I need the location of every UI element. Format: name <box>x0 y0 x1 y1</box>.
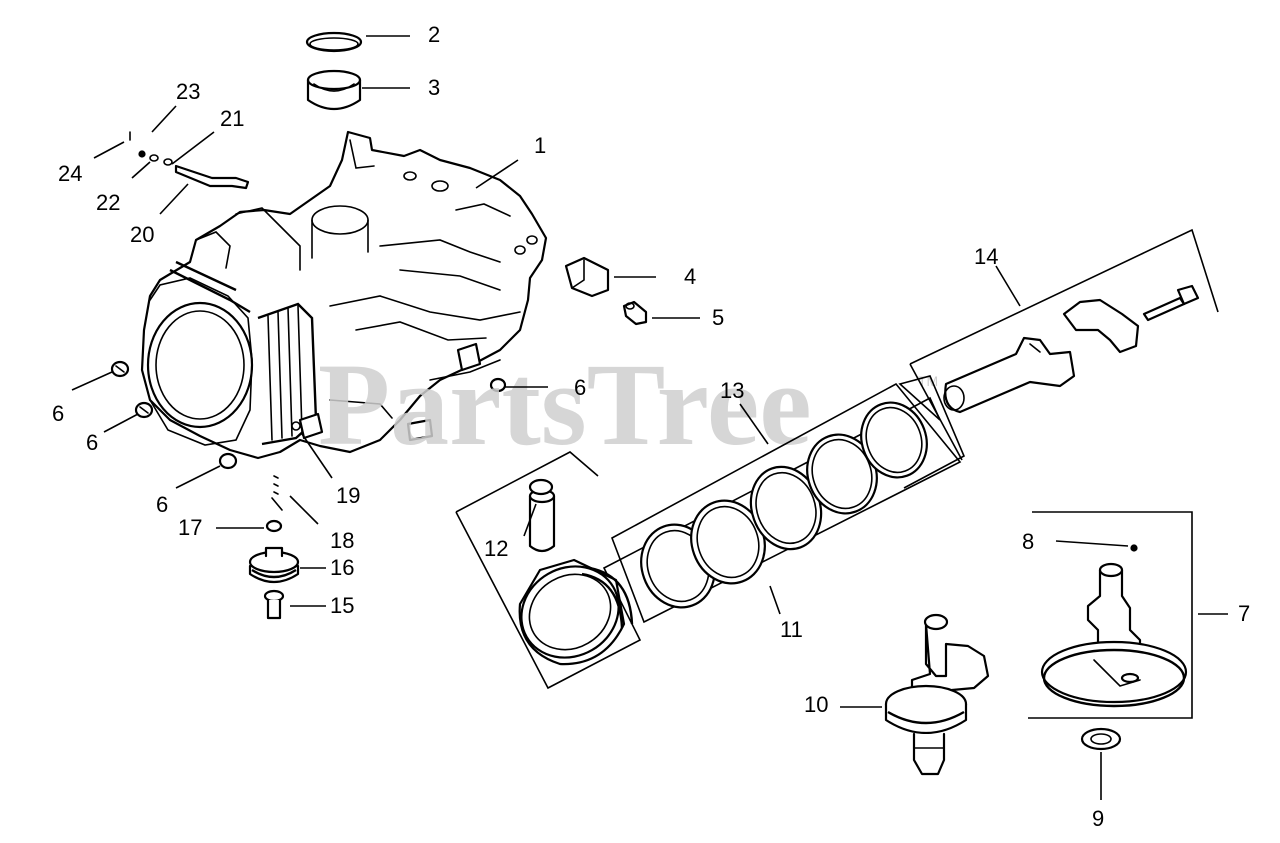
callout-4: 4 <box>684 264 697 289</box>
part-5-fitting <box>622 300 648 326</box>
callout-2: 2 <box>428 22 441 47</box>
leader-lines <box>71 35 1228 800</box>
callout-12: 12 <box>484 536 509 561</box>
piston-group-box <box>455 375 966 690</box>
crankshaft <box>884 613 990 776</box>
callout-22: 22 <box>96 190 121 215</box>
callout-6-left-lower: 6 <box>86 430 99 455</box>
callout-3: 3 <box>428 75 441 100</box>
callout-8: 8 <box>1022 529 1035 554</box>
camshaft-box <box>1028 511 1193 719</box>
part-2-ring <box>305 31 363 53</box>
callout-15: 15 <box>330 593 355 618</box>
watermark-text: PartsTree <box>318 339 812 470</box>
callout-14: 14 <box>974 244 999 269</box>
rod-bolt <box>1142 284 1200 322</box>
connecting-rod-box <box>909 228 1219 461</box>
plug-6-left-lower <box>134 401 154 419</box>
piston-pin <box>528 478 556 553</box>
callout-17: 17 <box>178 515 203 540</box>
callout-6-right: 6 <box>574 375 587 400</box>
plug-6-bottom <box>218 452 238 470</box>
callout-6-bottom: 6 <box>156 492 169 517</box>
callout-11: 11 <box>780 617 803 642</box>
callout-10: 10 <box>804 692 829 717</box>
callout-21: 21 <box>220 106 245 131</box>
callout-13: 13 <box>720 378 745 403</box>
part-9-washer <box>1080 727 1122 751</box>
connecting-rod <box>943 336 1076 414</box>
callout-5: 5 <box>712 305 725 330</box>
callout-19: 19 <box>336 483 361 508</box>
watermark: PartsTree TM <box>318 339 938 470</box>
callout-18: 18 <box>330 528 355 553</box>
breather-assembly <box>129 131 250 190</box>
callout-24: 24 <box>58 161 83 186</box>
oil-pickup-assembly <box>248 421 301 620</box>
callout-16: 16 <box>330 555 355 580</box>
piston <box>518 558 634 666</box>
piston-rings <box>640 401 928 609</box>
callout-9: 9 <box>1092 806 1105 831</box>
callout-20: 20 <box>130 222 155 247</box>
callout-6-left-upper: 6 <box>52 401 65 426</box>
callout-7: 7 <box>1238 601 1251 626</box>
rod-cap <box>1062 298 1140 354</box>
part-4-bracket <box>564 256 610 298</box>
camshaft <box>1040 544 1188 708</box>
plug-6-left-upper <box>110 360 130 378</box>
callout-23: 23 <box>176 79 201 104</box>
part-3-bushing <box>306 69 362 111</box>
plug-6-right <box>489 377 507 393</box>
callout-1: 1 <box>534 133 547 158</box>
crankcase-part <box>140 130 548 460</box>
